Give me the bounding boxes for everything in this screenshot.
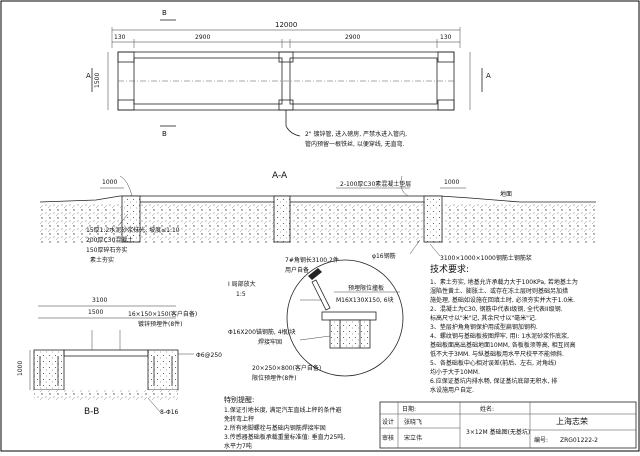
section-bb-pier-right <box>147 349 179 391</box>
detail-embed-label: 预埋限位撞板 <box>348 284 384 292</box>
requirement-line: 基础板面高出基础地面10MM, 各板板须等高, 相互间高 <box>430 341 576 349</box>
special-note-line: 水平力7吨 <box>224 442 252 450</box>
pipe-note-line2: 管内预留一根铁丝, 以便穿线, 无直弯. <box>305 140 405 148</box>
section-bb-rebar2: 8-Φ16 <box>160 409 179 416</box>
section-bb-dim-width: 1500 <box>88 309 103 316</box>
section-bb-pier-left <box>33 349 65 391</box>
requirement-line: 6.应保证基坑内排水畅, 保证基坑底部无积水, 排 <box>430 377 557 385</box>
requirement-line: 1、素土夯实, 地基允许承载力大于100KPa, 若地基土为 <box>430 278 578 286</box>
section-bb-plate-label2: 镀锌预埋件(8件) <box>138 320 183 328</box>
section-aa-note-2: 200厚C30混凝土 <box>86 236 133 244</box>
title-design-label: 设计 <box>382 418 394 426</box>
detail-base-label: Φ16X200锚钢筋, 4根/块 <box>228 328 296 336</box>
detail-label-top2: 用户自备 <box>285 266 309 274</box>
plan-width-dim: 1500 <box>94 73 101 88</box>
section-aa-note-4: 素土夯实 <box>90 256 114 264</box>
title-check-label: 审核 <box>382 434 394 442</box>
section-aa-note-1: 15厚1:2水泥砂浆抹光, 坡度≤1:10 <box>86 226 180 234</box>
section-aa-pier-left <box>121 195 141 243</box>
requirements-title: 技术要求: <box>430 263 469 275</box>
section-mark-a-left: A <box>86 72 91 80</box>
detail-label-mid: I 局部放大 <box>228 280 256 288</box>
detail-circle <box>286 259 404 377</box>
title-design-name: 张晓飞 <box>404 418 422 426</box>
plan-mid-dim: 2900 <box>195 34 210 41</box>
section-aa-ground-label: 地面 <box>500 190 512 198</box>
section-bb-title: B-B <box>84 407 99 417</box>
title-drawing-title: 3×12M 基础图(无基坑) <box>466 428 530 436</box>
detail-label-mid2: 1:5 <box>236 291 246 298</box>
requirement-line: 2、混凝土为C30, 钢筋中代表I级钢, 全代表II级钢. <box>430 305 563 313</box>
title-check-name: 宋立伟 <box>404 434 422 442</box>
section-bb: B-B 3100 1500 16×150×150(客户自备) 镀锌预埋件(8件)… <box>17 297 222 417</box>
plan-view: 12000 130 2900 2900 130 1500 A A B <box>86 9 491 138</box>
conduit-pipe <box>285 110 301 137</box>
detail-plate-label2: 限位预埋件(8件) <box>252 374 297 382</box>
detail-anchor: 7#角钢长3100,2件 用户自备 I 局部放大 1:5 预埋限位撞板 M16X… <box>228 256 404 382</box>
special-note-line: 3.传感器基础板承载重量标准值: 垂直力25吨, <box>224 433 345 441</box>
title-number-label: 编号: <box>534 436 548 444</box>
section-aa-note-3: 150厚碎石夯实 <box>86 246 127 254</box>
requirement-line: 施处理, 基础如设施在回填土时, 必须夯实并大于1.0米. <box>430 296 575 304</box>
detail-plate-label: 20×250×800(客户自备) <box>252 364 321 372</box>
section-aa-top-label: 2-100厚C30素混凝土垫层 <box>340 180 411 188</box>
section-mark-b-top: B <box>162 9 167 17</box>
plan-overall-dim: 12000 <box>275 21 297 29</box>
section-aa-pier-right <box>423 195 443 243</box>
pipe-note-line1: 2" 镀锌管, 进入磅房, 严禁水进入管内, <box>305 130 407 138</box>
section-aa: A-A 2-100厚C30素混凝土垫层 1000 1000 地面 φ16钢筋 3… <box>39 171 596 264</box>
section-bb-dim-top: 3100 <box>92 297 107 304</box>
section-mark-b-bottom: B <box>162 130 167 138</box>
title-number: ZRG01222-2 <box>560 437 598 444</box>
requirement-line: 3、垫层护角角钢保护用成型扁钢加钢构. <box>430 323 538 331</box>
special-notes-title: 特别提醒: <box>224 395 254 404</box>
section-aa-dim-left: 1000 <box>102 179 117 186</box>
special-note-line: 1.保证引地长度, 满足汽车直线上秤的条件避 <box>224 406 342 414</box>
requirement-line: 均小于大于10MM. <box>430 368 480 376</box>
requirement-line: 低不大于3MM. 与纵基础板用水平尺校平不能倾斜. <box>430 350 564 358</box>
section-aa-pit-label: 3100×1000×1000钢筋土钢筋浆 <box>440 254 532 262</box>
requirement-line: 湿陷性黄土、膨胀土、或存在冻土层时则基础另加措 <box>430 287 568 295</box>
requirement-line: 标高尺寸以"米"记, 其余尺寸以"毫米"记. <box>430 314 537 322</box>
special-note-line: 免转弯上秤 <box>224 415 254 423</box>
title-block: 日期: 姓名: 设计 张晓飞 审核 宋立伟 3×12M 基础图(无基坑) 上海志… <box>379 401 637 449</box>
plan-right-dim: 130 <box>440 34 452 41</box>
special-notes: 特别提醒: 1.保证引地长度, 满足汽车直线上秤的条件避 免转弯上秤 2.所有地… <box>224 395 345 450</box>
special-note-line: 2.所有地脚螺栓与基础内钢筋焊接牢固 <box>224 424 326 432</box>
section-aa-pier-mid <box>273 195 291 243</box>
section-aa-dim-right: 1000 <box>444 179 459 186</box>
section-bb-rebar1: Φ6@250 <box>196 352 222 359</box>
section-bb-dim-h: 1000 <box>17 361 24 376</box>
title-name-label: 姓名: <box>480 405 494 413</box>
detail-weld-label: 焊接牢固 <box>258 338 282 346</box>
section-mark-a-right: A <box>486 72 491 80</box>
section-aa-title: A-A <box>272 171 288 181</box>
technical-requirements: 技术要求: 1、素土夯实, 地基允许承载力大于100KPa, 若地基土为 湿陷性… <box>430 263 578 394</box>
plan-left-dim: 130 <box>114 34 126 41</box>
detail-label-top: 7#角钢长3100,2件 <box>285 256 339 264</box>
section-bb-plate-label: 16×150×150(客户自备) <box>128 310 197 318</box>
section-aa-rebar-label: φ16钢筋 <box>372 252 396 260</box>
requirement-line: 4、螺纹钢与基础板按图焊牢, 用I: 1水泥砂浆作底浆, <box>430 332 569 340</box>
pipe-note: 2" 镀锌管, 进入磅房, 严禁水进入管内, 管内预留一根铁丝, 以便穿线, 无… <box>305 130 407 148</box>
requirement-line: 水设施用户自定. <box>430 386 474 394</box>
title-company: 上海志荣 <box>556 416 588 426</box>
plan-mid-dim-right: 2900 <box>345 34 360 41</box>
detail-bolt-label: M16X130X150, 6块 <box>336 296 394 304</box>
title-date-label: 日期: <box>402 405 416 413</box>
requirement-line: 5、各基础板中心相对误差(前后、左右, 对角线) <box>430 359 556 367</box>
